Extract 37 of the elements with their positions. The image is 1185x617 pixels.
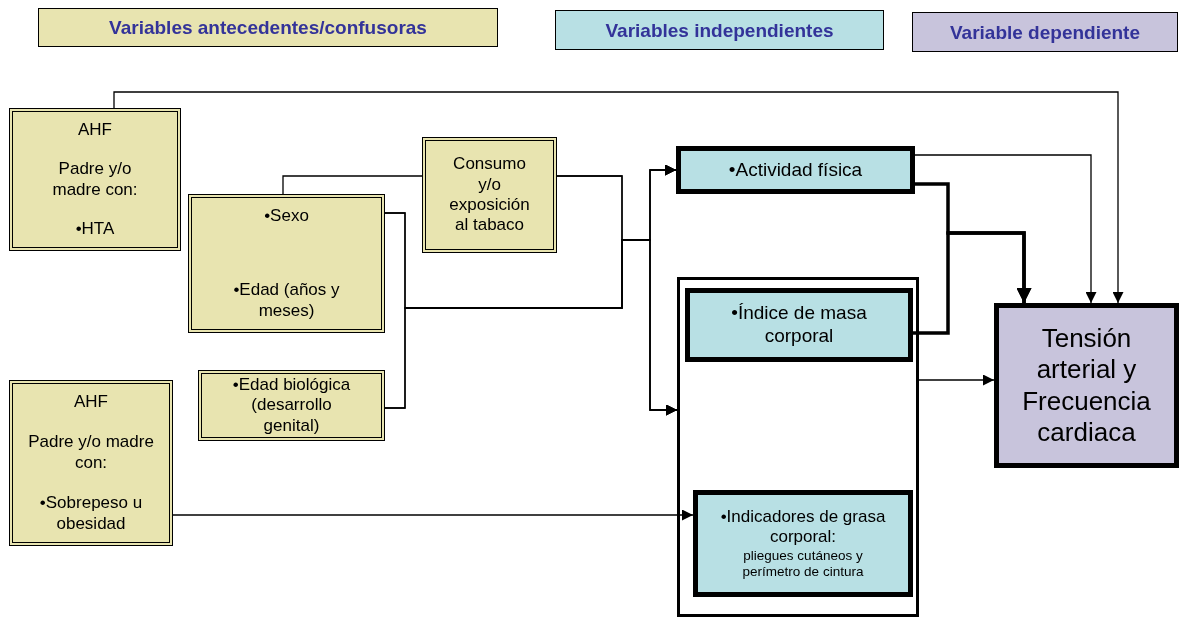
node-text: Consumo y/o exposición al tabaco — [448, 154, 531, 236]
category-header — [912, 12, 1178, 52]
variable-box — [422, 137, 557, 253]
arrow — [913, 231, 1032, 335]
variable-box — [9, 108, 181, 251]
outcome-box — [994, 303, 1179, 468]
node-text: •Sobrepeso u obesidad — [38, 493, 144, 534]
node-text: pliegues cutáneos y perímetro de cintura — [741, 547, 865, 581]
node-text: •Indicadores de grasa corporal: — [720, 506, 886, 548]
header-text: Variables antecedentes/confusoras — [109, 18, 427, 37]
variable-box — [685, 288, 913, 362]
group-frame — [677, 277, 919, 617]
header-text: Variables independientes — [605, 20, 834, 40]
variable-box — [188, 194, 385, 333]
node-text: AHF — [74, 392, 108, 413]
node-text: •Sexo — [264, 206, 309, 227]
node-text: Tensión arterial y Frecuencia cardiaca — [1021, 323, 1152, 448]
category-header — [555, 10, 884, 50]
node-text: •Edad biológica (desarrollo genital) — [231, 374, 352, 437]
arrow — [113, 91, 1124, 304]
header-text: Variable dependiente — [949, 22, 1141, 42]
node-text: •Índice de masa corporal — [730, 302, 868, 348]
arrow — [918, 374, 995, 386]
node-text: •HTA — [75, 218, 115, 239]
variable-box — [9, 380, 173, 546]
node-text: Padre y/o madre con: — [27, 432, 155, 474]
variable-box — [693, 490, 913, 597]
arrow — [172, 509, 694, 521]
arrow — [914, 154, 1097, 304]
connector-line — [282, 175, 423, 195]
node-text: Padre y/o madre con: — [51, 159, 139, 200]
variable-box — [198, 370, 385, 441]
variable-box — [676, 146, 915, 194]
node-text: AHF — [78, 120, 112, 141]
node-text: •Actividad física — [728, 158, 863, 182]
category-header — [38, 8, 498, 47]
node-text: •Edad (años y meses) — [232, 280, 341, 321]
